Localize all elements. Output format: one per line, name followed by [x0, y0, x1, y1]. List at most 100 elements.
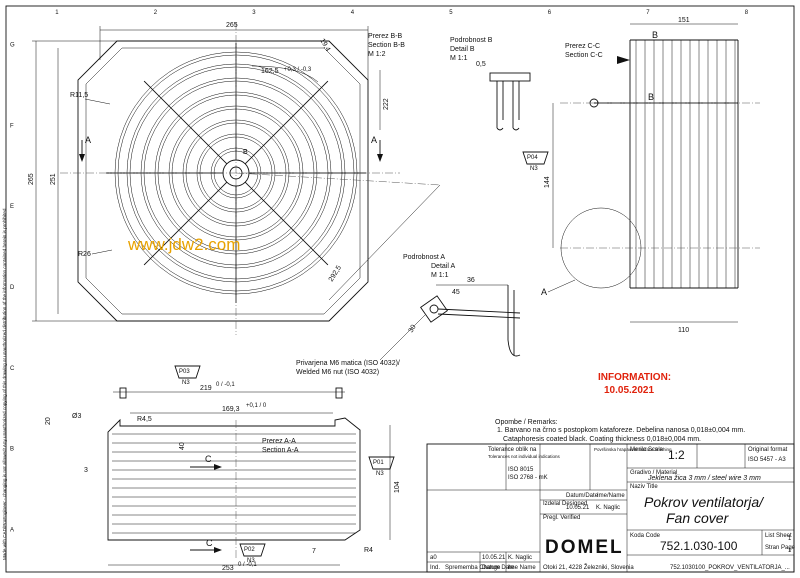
- information-label: INFORMATION:: [598, 372, 671, 383]
- svg-text:Merilo Scale: Merilo Scale: [630, 447, 664, 453]
- aa-title-en: Section A-A: [262, 447, 299, 454]
- detail-b-nut: [489, 72, 531, 82]
- dim-angle-tol: +0,3 / -0,3: [284, 67, 312, 73]
- detail-a-dim-h: 36: [467, 277, 475, 284]
- dim-3: 3: [84, 467, 88, 474]
- section-cc-dim-d: 110: [678, 327, 689, 334]
- svg-text:P03: P03: [179, 369, 190, 375]
- svg-text:Original format: Original format: [748, 447, 788, 453]
- title-sl: Pokrov ventilatorja/: [644, 494, 765, 510]
- zone-label-top: 4: [351, 10, 355, 16]
- detail-a-scale: M 1:1: [431, 272, 449, 279]
- svg-text:Gradivo / Material: Gradivo / Material: [630, 470, 677, 476]
- svg-text:Površinska hrapavost Surface f: Površinska hrapavost Surface finishing: [594, 447, 672, 452]
- svg-text:N3: N3: [182, 380, 190, 386]
- dim-top: 219: [200, 385, 212, 392]
- front-octagon-inner: [85, 47, 361, 315]
- aa-frame: [107, 417, 361, 541]
- zone-label-left: F: [10, 123, 14, 129]
- detail-b-title-en: Detail B: [450, 46, 475, 53]
- svg-text:10.05.21: 10.05.21: [566, 505, 590, 511]
- svg-text:N3: N3: [376, 471, 384, 477]
- svg-text:a0: a0: [430, 555, 437, 561]
- detail-b-dim: 0,5: [476, 61, 486, 68]
- section-cc: Prerez C-C Section C-C 151 144 110 B B A…: [522, 17, 760, 334]
- dim-r2: R4: [364, 547, 373, 554]
- section-cc-dim-h: 144: [544, 176, 551, 188]
- guard-spoke: [244, 80, 329, 165]
- information-date: 10.05.2021: [604, 385, 654, 396]
- svg-text:P01: P01: [373, 460, 384, 466]
- section-mark-a-right: A: [371, 135, 377, 145]
- detail-a-title-en: Detail A: [431, 263, 455, 270]
- svg-text:Koda Code: Koda Code: [630, 533, 661, 539]
- weld-note-line2: Welded M6 nut (ISO 4032): [296, 369, 379, 376]
- section-cc-title: Prerez C-C: [565, 43, 600, 50]
- section-bb-title-en: Section B-B: [368, 42, 405, 49]
- svg-text:Datum Date: Datum Date: [482, 565, 515, 571]
- svg-text:Ime Name: Ime Name: [508, 565, 536, 571]
- dim-40: 40: [179, 442, 186, 450]
- dim-top-tol: 0 / -0,1: [216, 382, 235, 388]
- zone-label-top: 5: [449, 10, 453, 16]
- section-bb: Prerez B-B Section B-B M 1:2 19,4 222: [318, 33, 405, 130]
- svg-text:ISO 2768 - mK: ISO 2768 - mK: [508, 475, 548, 481]
- svg-text:K. Naglic: K. Naglic: [508, 555, 532, 561]
- zone-label-left: E: [10, 204, 14, 210]
- detail-circle-a: [560, 207, 642, 289]
- dim-inner: 169,3: [222, 406, 240, 413]
- section-bb-dim-r: 19,4: [318, 38, 331, 53]
- scale-value: 1:2: [668, 448, 685, 462]
- dim-angle: 162,5: [261, 68, 279, 75]
- zone-label-top: 3: [252, 10, 256, 16]
- zone-label-left: A: [10, 528, 14, 534]
- watermark: www.jdw2.com: [127, 235, 240, 254]
- svg-text:P02: P02: [244, 547, 255, 553]
- dim-height: 265: [28, 173, 35, 185]
- dim-width: 265: [226, 22, 238, 29]
- remarks-line2: Cataphoresis coated black. Coating thick…: [503, 436, 701, 443]
- svg-text:Stran Page: Stran Page: [765, 545, 796, 551]
- zone-label-left: C: [10, 366, 15, 372]
- zone-label-top: 2: [154, 10, 158, 16]
- svg-text:N3: N3: [247, 558, 255, 564]
- svg-text:N3: N3: [530, 166, 538, 172]
- svg-text:Ime/Name: Ime/Name: [597, 493, 625, 499]
- section-cc-mark-b2: B: [648, 92, 654, 102]
- mark-c-1: C: [205, 454, 212, 464]
- svg-text:Tolerances not individual indi: Tolerances not individual indications: [488, 454, 561, 459]
- remarks-line1: 1. Barvano na črno s postopkom kataforez…: [497, 427, 745, 434]
- weld-note-line1: Privarjena M6 matica (ISO 4032)/: [296, 360, 400, 367]
- material: Jeklena žica 3 mm / steel wire 3 mm: [647, 475, 761, 482]
- title-block: Tolerance oblik na Tolerances not indivi…: [426, 443, 796, 573]
- dim-inner: 251: [50, 173, 57, 185]
- svg-text:Naziv Title: Naziv Title: [630, 484, 658, 490]
- section-cc-mark-a: A: [541, 287, 547, 297]
- dim-side: 104: [394, 481, 401, 493]
- flag-p01: [368, 456, 395, 470]
- svg-text:752.1030100_POKROV_VENTILATORJ: 752.1030100_POKROV_VENTILATORJA_...: [670, 565, 790, 571]
- remarks-heading: Opombe / Remarks:: [495, 419, 558, 426]
- zone-label-left: D: [10, 285, 15, 291]
- zone-label-left: G: [10, 42, 15, 48]
- front-view: 265 265 251 R11,5 R26 162,5 +0,3 / -0,3 …: [28, 22, 441, 335]
- side-wires: [635, 40, 736, 288]
- detail-a-title: Podrobnost A: [403, 254, 445, 261]
- section-bb-scale: M 1:2: [368, 51, 386, 58]
- svg-text:1: 1: [788, 548, 792, 554]
- svg-text:K. Naglic: K. Naglic: [596, 505, 620, 511]
- front-octagon-outer: [77, 40, 369, 322]
- svg-text:10.05.21: 10.05.21: [482, 555, 506, 561]
- zone-label-top: 6: [548, 10, 552, 16]
- dim-r-corner-top: R11,5: [70, 92, 88, 99]
- flag-p02: [239, 543, 266, 557]
- section-bb-title: Prerez B-B: [368, 33, 403, 40]
- section-cc-dim-w: 151: [678, 17, 690, 24]
- dim-bot: 253: [222, 565, 234, 572]
- guard-spoke: [143, 181, 228, 266]
- svg-text:Datum/Date: Datum/Date: [566, 493, 599, 499]
- side-note: Made with CAD/ProEngineer - changing is …: [2, 207, 7, 560]
